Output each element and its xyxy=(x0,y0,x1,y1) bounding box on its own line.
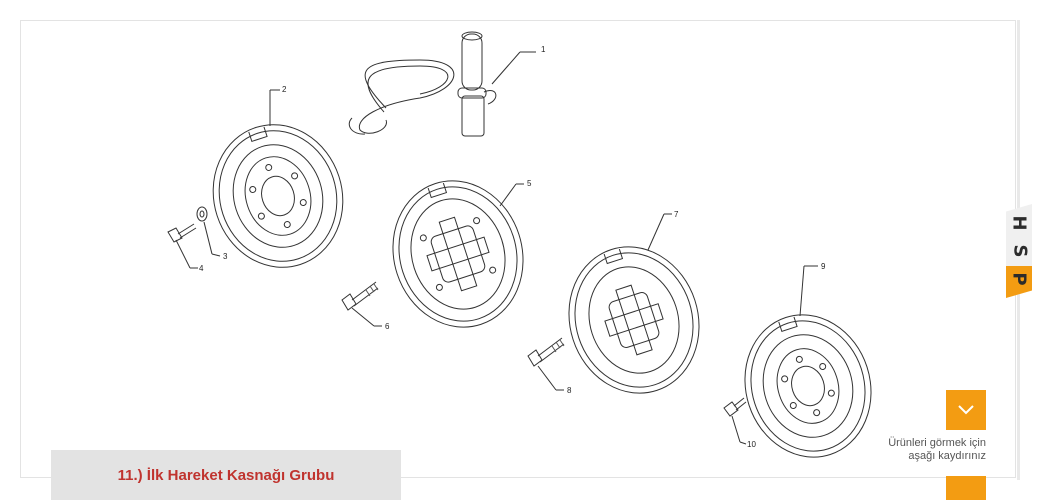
brand-letter-s: S xyxy=(1009,244,1030,258)
washer-3-part xyxy=(196,206,221,257)
scroll-button-partial[interactable] xyxy=(946,476,986,500)
pulley-5-part xyxy=(392,180,524,328)
pulley-9-part xyxy=(744,314,872,458)
scroll-hint-line1: Ürünleri görmek için xyxy=(888,437,986,449)
callout-3: 3 xyxy=(223,252,228,261)
callout-9: 9 xyxy=(821,262,826,271)
pulley-2-part xyxy=(212,124,344,268)
bolt-8-part xyxy=(527,337,565,391)
callout-1: 1 xyxy=(541,45,546,54)
callout-6: 6 xyxy=(385,322,390,331)
brand-logo[interactable]: H S P xyxy=(1006,204,1032,298)
brand-letter-h: H xyxy=(1008,215,1030,231)
bolt-10-part xyxy=(723,397,747,445)
scroll-hint: Ürünleri görmek için aşağı kaydırınız xyxy=(826,437,986,463)
callout-4: 4 xyxy=(199,264,204,273)
figure-caption: 11.) İlk Hareket Kasnağı Grubu xyxy=(51,450,401,500)
callout-8: 8 xyxy=(567,386,572,395)
brand-letter-p: P xyxy=(1008,272,1030,286)
scroll-hint-line2: aşağı kaydırınız xyxy=(908,450,986,462)
chevron-down-icon xyxy=(958,405,974,415)
crank-handle-part xyxy=(348,31,536,137)
diagram-frame xyxy=(20,20,1016,478)
callout-5: 5 xyxy=(527,179,532,188)
figure-title: 11.) İlk Hareket Kasnağı Grubu xyxy=(117,466,335,484)
bolt-6-part xyxy=(341,281,382,327)
scroll-down-button[interactable] xyxy=(946,390,986,430)
callout-2: 2 xyxy=(282,85,287,94)
callout-10: 10 xyxy=(747,440,756,449)
bolt-4-part xyxy=(167,223,198,269)
pulley-7-part xyxy=(568,246,700,394)
callout-7: 7 xyxy=(674,210,679,219)
